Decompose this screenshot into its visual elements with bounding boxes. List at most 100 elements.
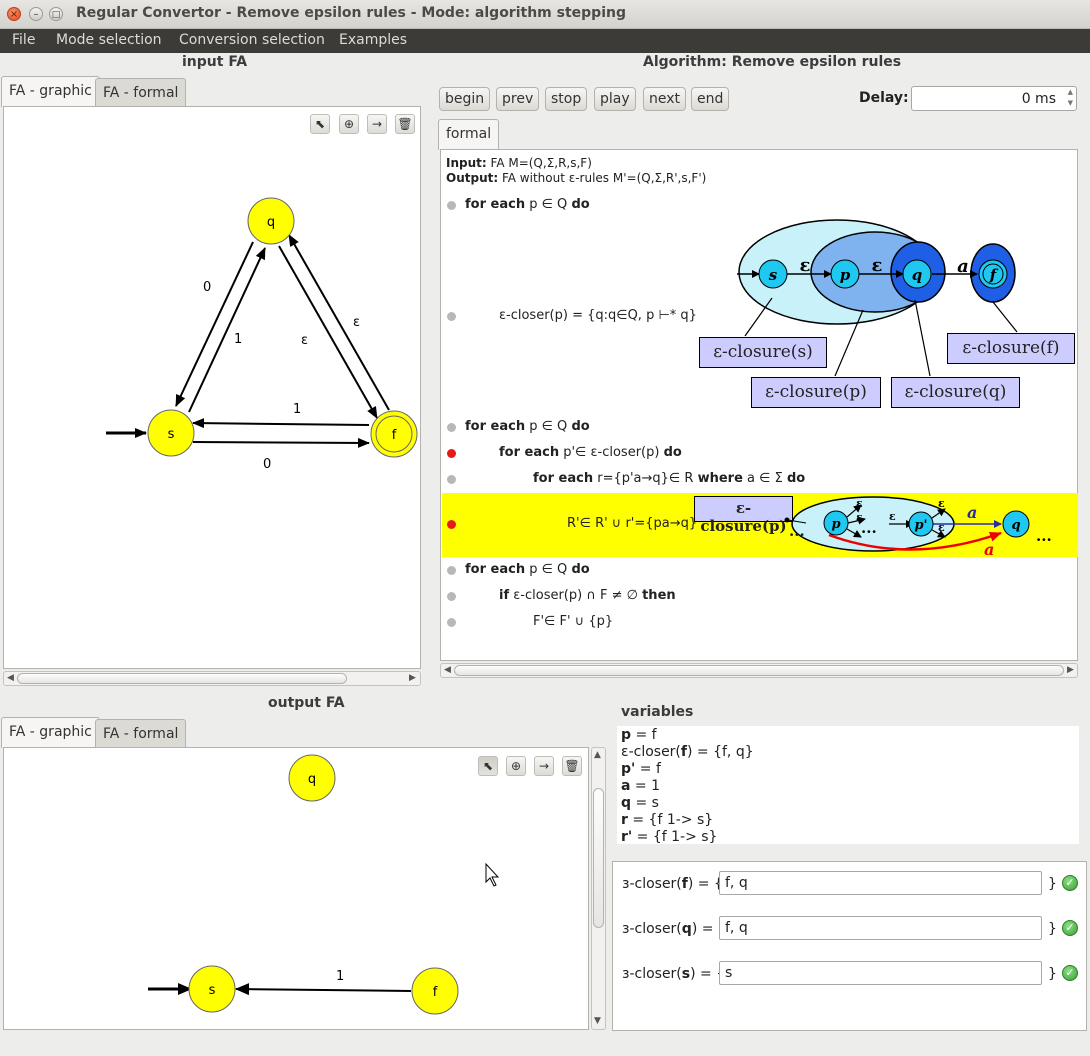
rule-transfer-figure: p p' q ε ε ... ε ε ε a a ... xyxy=(784,496,1051,559)
state-s[interactable]: s xyxy=(188,965,236,1013)
var-value: = 1 xyxy=(630,778,660,794)
breakpoint-9[interactable] xyxy=(447,618,456,627)
input-fa-hscrollbar[interactable]: ◀ ▶ xyxy=(3,671,421,686)
text: ε-closer(p) ∩ F ≠ ∅ xyxy=(513,588,638,603)
label-q-f: ε xyxy=(301,333,308,348)
edge-q-f xyxy=(278,245,378,419)
state-f-label: f xyxy=(433,985,438,1000)
tab-output-fa-graphic[interactable]: FA - graphic xyxy=(1,717,100,748)
text: r={p'a→q}∈ R xyxy=(597,471,694,486)
stop-button[interactable]: stop xyxy=(545,87,588,111)
fig2-eps-5: ε xyxy=(938,521,945,534)
edge-f-s xyxy=(192,418,370,429)
state-f[interactable]: f xyxy=(370,410,418,458)
input-fa-hscroll-thumb[interactable] xyxy=(17,673,347,684)
kw: for each xyxy=(499,445,560,460)
add-state-icon[interactable]: ⊕ xyxy=(339,114,359,134)
delay-spinbox[interactable]: 0 ms ▲ ▼ xyxy=(911,86,1077,111)
input-fa-label: input FA xyxy=(182,54,248,70)
fig2-state-p: p xyxy=(831,517,840,532)
state-q[interactable]: q xyxy=(288,754,336,802)
breakpoint-6[interactable] xyxy=(447,520,456,529)
end-button[interactable]: end xyxy=(691,87,730,111)
play-button[interactable]: play xyxy=(594,87,636,111)
menu-conversion-selection[interactable]: Conversion selection xyxy=(179,32,325,48)
check-icon: ✓ xyxy=(1062,965,1078,981)
closer-post: ) = { xyxy=(690,966,726,982)
breakpoint-5[interactable] xyxy=(447,475,456,484)
output-fa-vscrollbar[interactable]: ▲ ▼ xyxy=(591,747,606,1030)
fig2-eps-3: ε xyxy=(889,510,896,523)
breakpoint-7[interactable] xyxy=(447,566,456,575)
var-value: = s xyxy=(631,795,659,811)
close-window-button[interactable]: × xyxy=(7,7,21,21)
closure-box-f: ε-closure(f) xyxy=(947,333,1075,364)
minimize-window-button[interactable]: – xyxy=(29,7,43,21)
window-title: Regular Convertor - Remove epsilon rules… xyxy=(76,5,626,21)
add-state-icon[interactable]: ⊕ xyxy=(506,756,526,776)
var-name: p' xyxy=(621,761,636,777)
spin-up-icon[interactable]: ▲ xyxy=(1067,88,1073,96)
closer-s-input[interactable]: s xyxy=(719,961,1042,985)
trash-icon[interactable]: 🗑 xyxy=(395,114,415,134)
output-fa-vscroll-thumb[interactable] xyxy=(593,788,604,928)
kw: do xyxy=(663,445,682,460)
trash-icon[interactable]: 🗑 xyxy=(562,756,582,776)
add-transition-icon[interactable]: → xyxy=(534,756,554,776)
var-name: a xyxy=(621,778,631,794)
state-q[interactable]: q xyxy=(247,197,295,245)
variables-label: variables xyxy=(621,704,694,720)
menu-mode-selection[interactable]: Mode selection xyxy=(56,32,162,48)
fig2-state-p-prime: p' xyxy=(914,518,927,533)
algorithm-hscrollbar[interactable]: ◀ ▶ xyxy=(440,663,1078,678)
add-transition-icon[interactable]: → xyxy=(367,114,387,134)
label-s-q: 1 xyxy=(234,332,242,347)
breakpoint-8[interactable] xyxy=(447,592,456,601)
tab-input-fa-graphic[interactable]: FA - graphic xyxy=(1,76,100,107)
select-tool-icon[interactable]: ⬉ xyxy=(310,114,330,134)
var-value: = f xyxy=(635,761,661,777)
closer-f-input[interactable]: f, q xyxy=(719,871,1042,895)
select-tool-icon[interactable]: ⬉ xyxy=(478,756,498,776)
closer-q-label: ɜ-closer(q) = { xyxy=(622,921,727,937)
closer-pre: ɜ-closer( xyxy=(622,921,682,937)
fig2-eps-1: ε xyxy=(856,497,863,510)
menu-examples[interactable]: Examples xyxy=(339,32,408,48)
algorithm-hscroll-thumb[interactable] xyxy=(454,665,1064,676)
tab-output-fa-formal[interactable]: FA - formal xyxy=(95,719,187,748)
closer-post: ) = { xyxy=(691,921,727,937)
var-r: r = {f 1-> s} xyxy=(621,812,713,828)
closer-q-input[interactable]: f, q xyxy=(719,916,1042,940)
output-fa-canvas[interactable]: ⬉ ⊕ → 🗑 1 q s f xyxy=(3,747,589,1030)
tab-algorithm-formal[interactable]: formal xyxy=(438,119,500,150)
state-s[interactable]: s xyxy=(147,409,195,457)
state-f[interactable]: f xyxy=(411,967,459,1015)
spin-down-icon[interactable]: ▼ xyxy=(1067,99,1073,107)
breakpoint-2[interactable] xyxy=(447,312,456,321)
kw: for each xyxy=(533,471,594,486)
prev-button[interactable]: prev xyxy=(496,87,540,111)
breakpoint-1[interactable] xyxy=(447,201,456,210)
fig2-eps-2: ε xyxy=(856,511,863,524)
alg-output-line: Output: FA without ε-rules M'=(Q,Σ,R',s,… xyxy=(446,171,706,185)
fig2-closure-box: ε-closure(p) xyxy=(694,496,793,535)
menu-file[interactable]: File xyxy=(12,32,36,48)
tab-input-fa-formal[interactable]: FA - formal xyxy=(95,78,187,107)
begin-button[interactable]: begin xyxy=(439,87,491,111)
input-fa-canvas[interactable]: ⬉ ⊕ → 🗑 0 1 ε ε 1 0 q xyxy=(3,106,421,669)
fig1-state-p: p xyxy=(840,266,851,284)
var-name: p xyxy=(621,727,632,743)
closer-var: q xyxy=(681,921,692,937)
edge-f-s xyxy=(235,983,412,996)
alg-output-text: FA without ε-rules M'=(Q,Σ,R',s,F') xyxy=(501,171,707,185)
next-button[interactable]: next xyxy=(643,87,687,111)
breakpoint-3[interactable] xyxy=(447,423,456,432)
kw: for each xyxy=(465,197,526,212)
state-q-label: q xyxy=(308,772,316,787)
maximize-window-button[interactable]: □ xyxy=(49,7,63,21)
var-closer-f: ε-closer(f) = {f, q} xyxy=(621,744,754,760)
closure-box-p: ε-closure(p) xyxy=(751,377,881,408)
edge-q-s xyxy=(175,241,254,407)
state-f-label: f xyxy=(392,428,397,443)
breakpoint-4[interactable] xyxy=(447,449,456,458)
